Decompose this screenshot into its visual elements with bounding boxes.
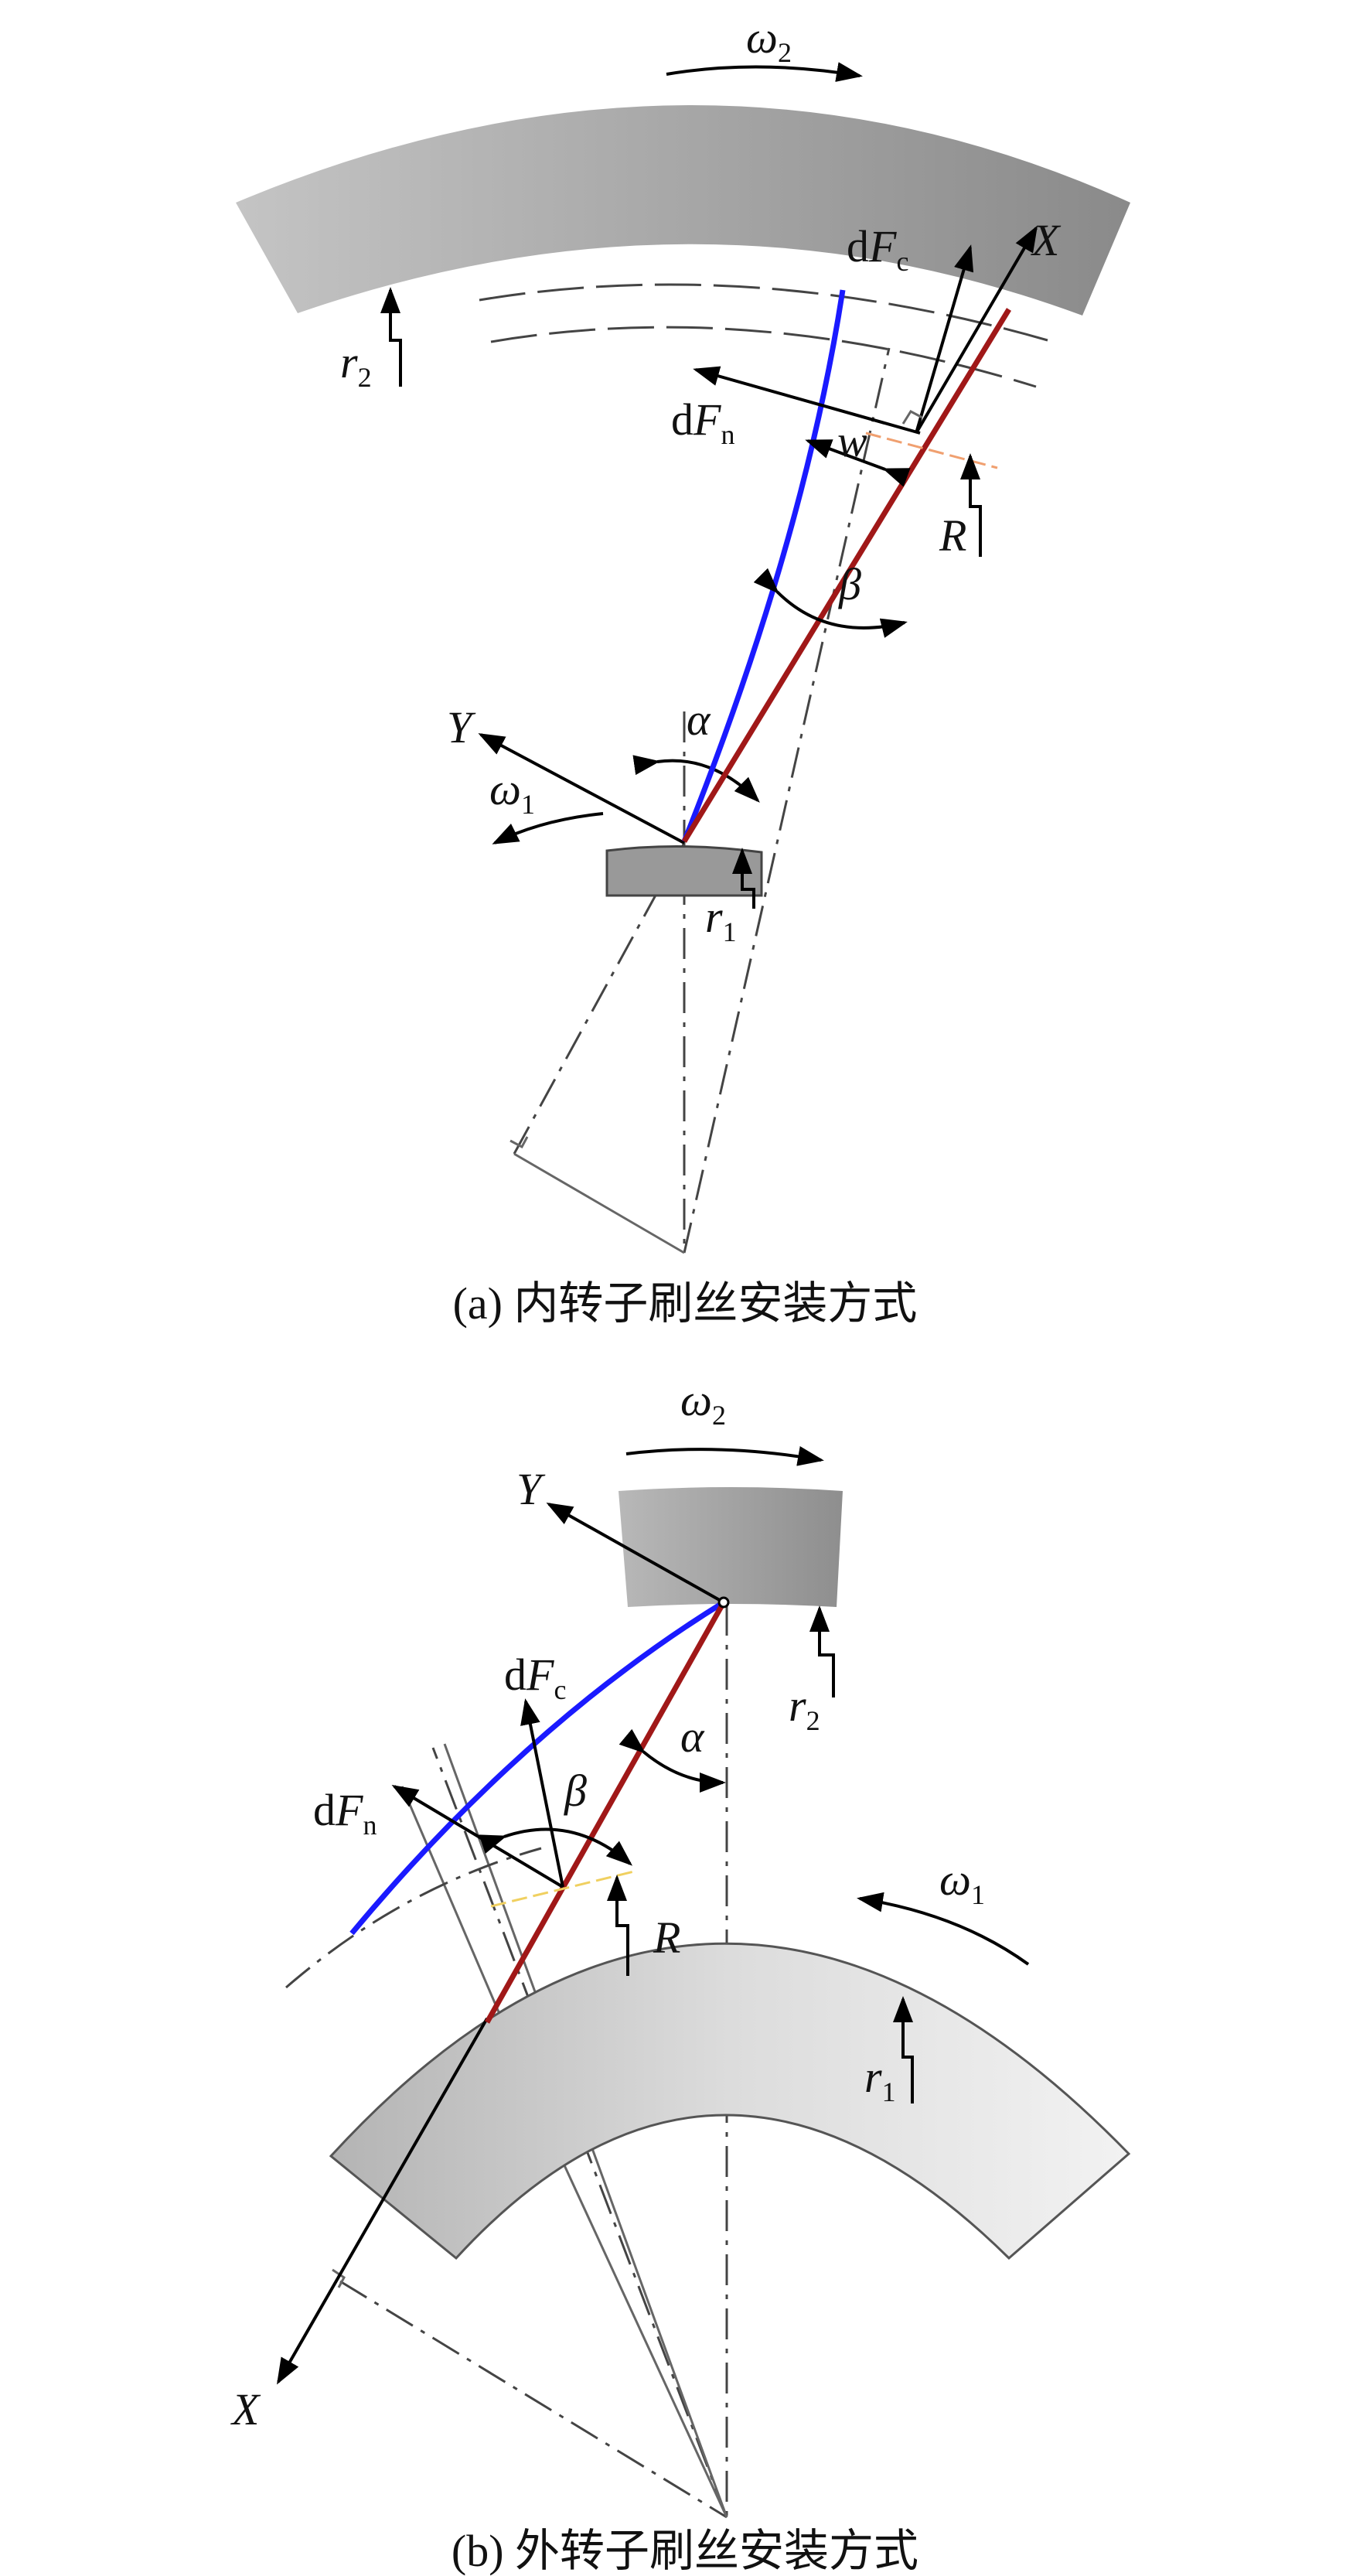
beta-label-b: β	[564, 1766, 587, 1816]
omega1-label-b: ω1	[939, 1854, 985, 1910]
outer-stator-a	[236, 105, 1130, 316]
y-axis-b	[546, 1503, 724, 1604]
pivot-b	[717, 1596, 730, 1609]
omega2-arrow-a	[666, 62, 863, 82]
r2-arrow-b	[809, 1605, 835, 1697]
inner-rotor-a	[605, 844, 763, 897]
dashed-arc-b	[285, 1847, 542, 1989]
center-line-b-slant2	[339, 2280, 728, 2519]
dfn-label-b: dFn	[313, 1785, 377, 1841]
brush-bristle-a	[681, 289, 846, 843]
w-label-a: w	[837, 416, 867, 466]
outer-rotor-b	[619, 1487, 843, 1607]
y-label-a: Y	[447, 702, 476, 752]
r-label-b: R	[653, 1912, 680, 1963]
r2-label-b: r2	[789, 1680, 820, 1736]
r-arrow-b	[607, 1875, 629, 1976]
dfc-arrow-b	[520, 1698, 564, 1888]
y-axis-a	[478, 733, 685, 844]
x-axis-b	[277, 2018, 489, 2385]
y-label-b: Y	[516, 1464, 546, 1514]
omega1-arrow-b	[857, 1892, 1030, 1966]
perp-line-a	[513, 1152, 685, 1254]
w-arrow-a	[805, 439, 911, 487]
gray-line-b-1	[563, 2165, 728, 2518]
r1-arrow-b	[893, 1996, 914, 2103]
x-label-a: X	[1031, 215, 1062, 265]
r1-label-b: r1	[864, 2052, 896, 2107]
alpha-arc-a	[632, 755, 760, 803]
r2-label-a: r2	[340, 337, 372, 393]
inner-rotor-b	[329, 1942, 1131, 2260]
r1-label-a: r1	[705, 892, 737, 947]
caption-b: (b) 外转子刷丝安装方式	[452, 2526, 918, 2576]
radius-tangent-b	[490, 1870, 635, 1908]
dashed-arc-a-1	[479, 283, 1048, 342]
alpha-label-a: α	[687, 694, 711, 745]
dfn-arrow-a	[693, 366, 921, 435]
dfn-arrow-b	[391, 1784, 564, 1888]
dfc-label-b: dFc	[504, 1650, 566, 1705]
dashed-arc-a-2	[490, 326, 1037, 388]
x-axis-a	[915, 225, 1038, 435]
center-line-b-slant1	[431, 1747, 728, 2518]
right-angle-a-top	[901, 410, 923, 425]
r-arrow-a	[960, 453, 982, 557]
omega1-arrow-a	[492, 812, 604, 844]
dfc-label-a: dFc	[847, 221, 908, 277]
panel-b: ω2 r2 Y X α dFc	[230, 1375, 1131, 2576]
omega2-arrow-b	[625, 1446, 824, 1466]
alpha-arc-b	[619, 1728, 726, 1793]
beta-arc-a	[753, 568, 908, 638]
right-angle-b-bottom	[332, 2268, 346, 2288]
r2-arrow-a	[380, 287, 402, 387]
caption-a: (a) 内转子刷丝安装方式	[453, 1278, 918, 1329]
omega1-label-a: ω1	[489, 764, 535, 820]
dfn-label-a: dFn	[671, 394, 734, 450]
omega2-label-a: ω2	[746, 12, 792, 68]
dfc-arrow-a	[915, 244, 974, 434]
beta-label-a: β	[838, 559, 861, 609]
r-label-a: R	[939, 510, 966, 561]
x-label-b: X	[230, 2384, 261, 2434]
r1-arrow-a	[732, 848, 755, 909]
brush-bristle-b	[349, 1600, 725, 1936]
bristle-straight-b	[484, 1601, 727, 2024]
omega2-label-b: ω2	[680, 1375, 726, 1431]
beta-arc-b	[479, 1827, 633, 1866]
alpha-label-b: α	[680, 1711, 705, 1762]
panel-a: ω2 r2 r1 Y ω1 α β w	[236, 12, 1130, 1329]
right-angle-a-bottom	[509, 1136, 529, 1149]
center-line-a-slant1	[683, 347, 891, 1254]
